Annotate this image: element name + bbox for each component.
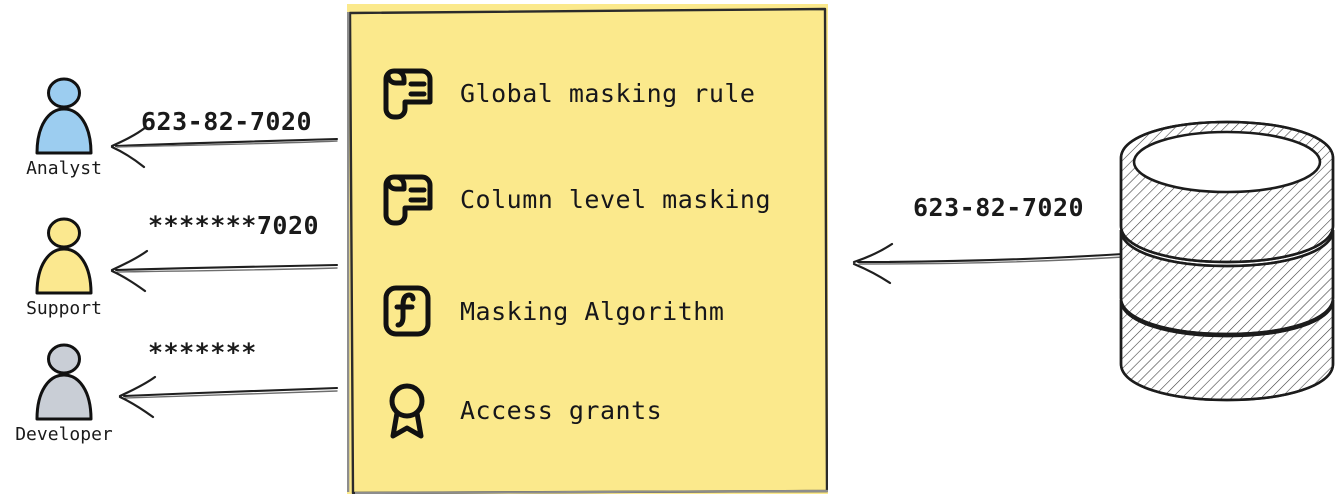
arrow-to-support [110,249,339,293]
policy-item-label: Global masking rule [460,78,756,108]
actor-analyst[interactable]: Analyst [4,76,124,179]
policy-item-global-masking-rule[interactable]: Global masking rule [380,64,755,122]
arrow-to-analyst [110,125,339,169]
scroll-icon [380,64,434,122]
policy-item-access-grants[interactable]: Access grants [380,381,662,439]
flow-value-developer: ******* [148,338,257,367]
flow-value-analyst: 623-82-7020 [141,107,313,136]
actor-developer[interactable]: Developer [4,342,124,445]
function-icon [380,282,434,340]
arrow-from-database [852,242,1125,285]
flow-value-support: *******7020 [148,211,320,240]
policy-item-label: Masking Algorithm [460,296,725,326]
policy-item-list: Global masking rule Column level masking [347,4,828,494]
actor-label: Analyst [26,158,102,179]
actor-label: Developer [15,424,113,445]
policy-item-label: Column level masking [460,184,772,214]
person-icon [35,343,93,421]
actor-support[interactable]: Support [4,216,124,319]
award-ribbon-icon [380,381,434,439]
db-segment-top [1119,120,1335,264]
policy-box: Global masking rule Column level masking [347,4,828,494]
policy-item-masking-algorithm[interactable]: Masking Algorithm [380,282,724,340]
flow-value-database: 623-82-7020 [913,193,1085,222]
database-cylinder-icon[interactable] [1115,118,1340,403]
arrow-to-developer [118,375,339,419]
policy-item-column-level-masking[interactable]: Column level masking [380,170,771,228]
person-icon [35,217,93,295]
actor-label: Support [26,298,102,319]
policy-item-label: Access grants [460,395,663,425]
person-icon [35,77,93,155]
scroll-icon [380,170,434,228]
